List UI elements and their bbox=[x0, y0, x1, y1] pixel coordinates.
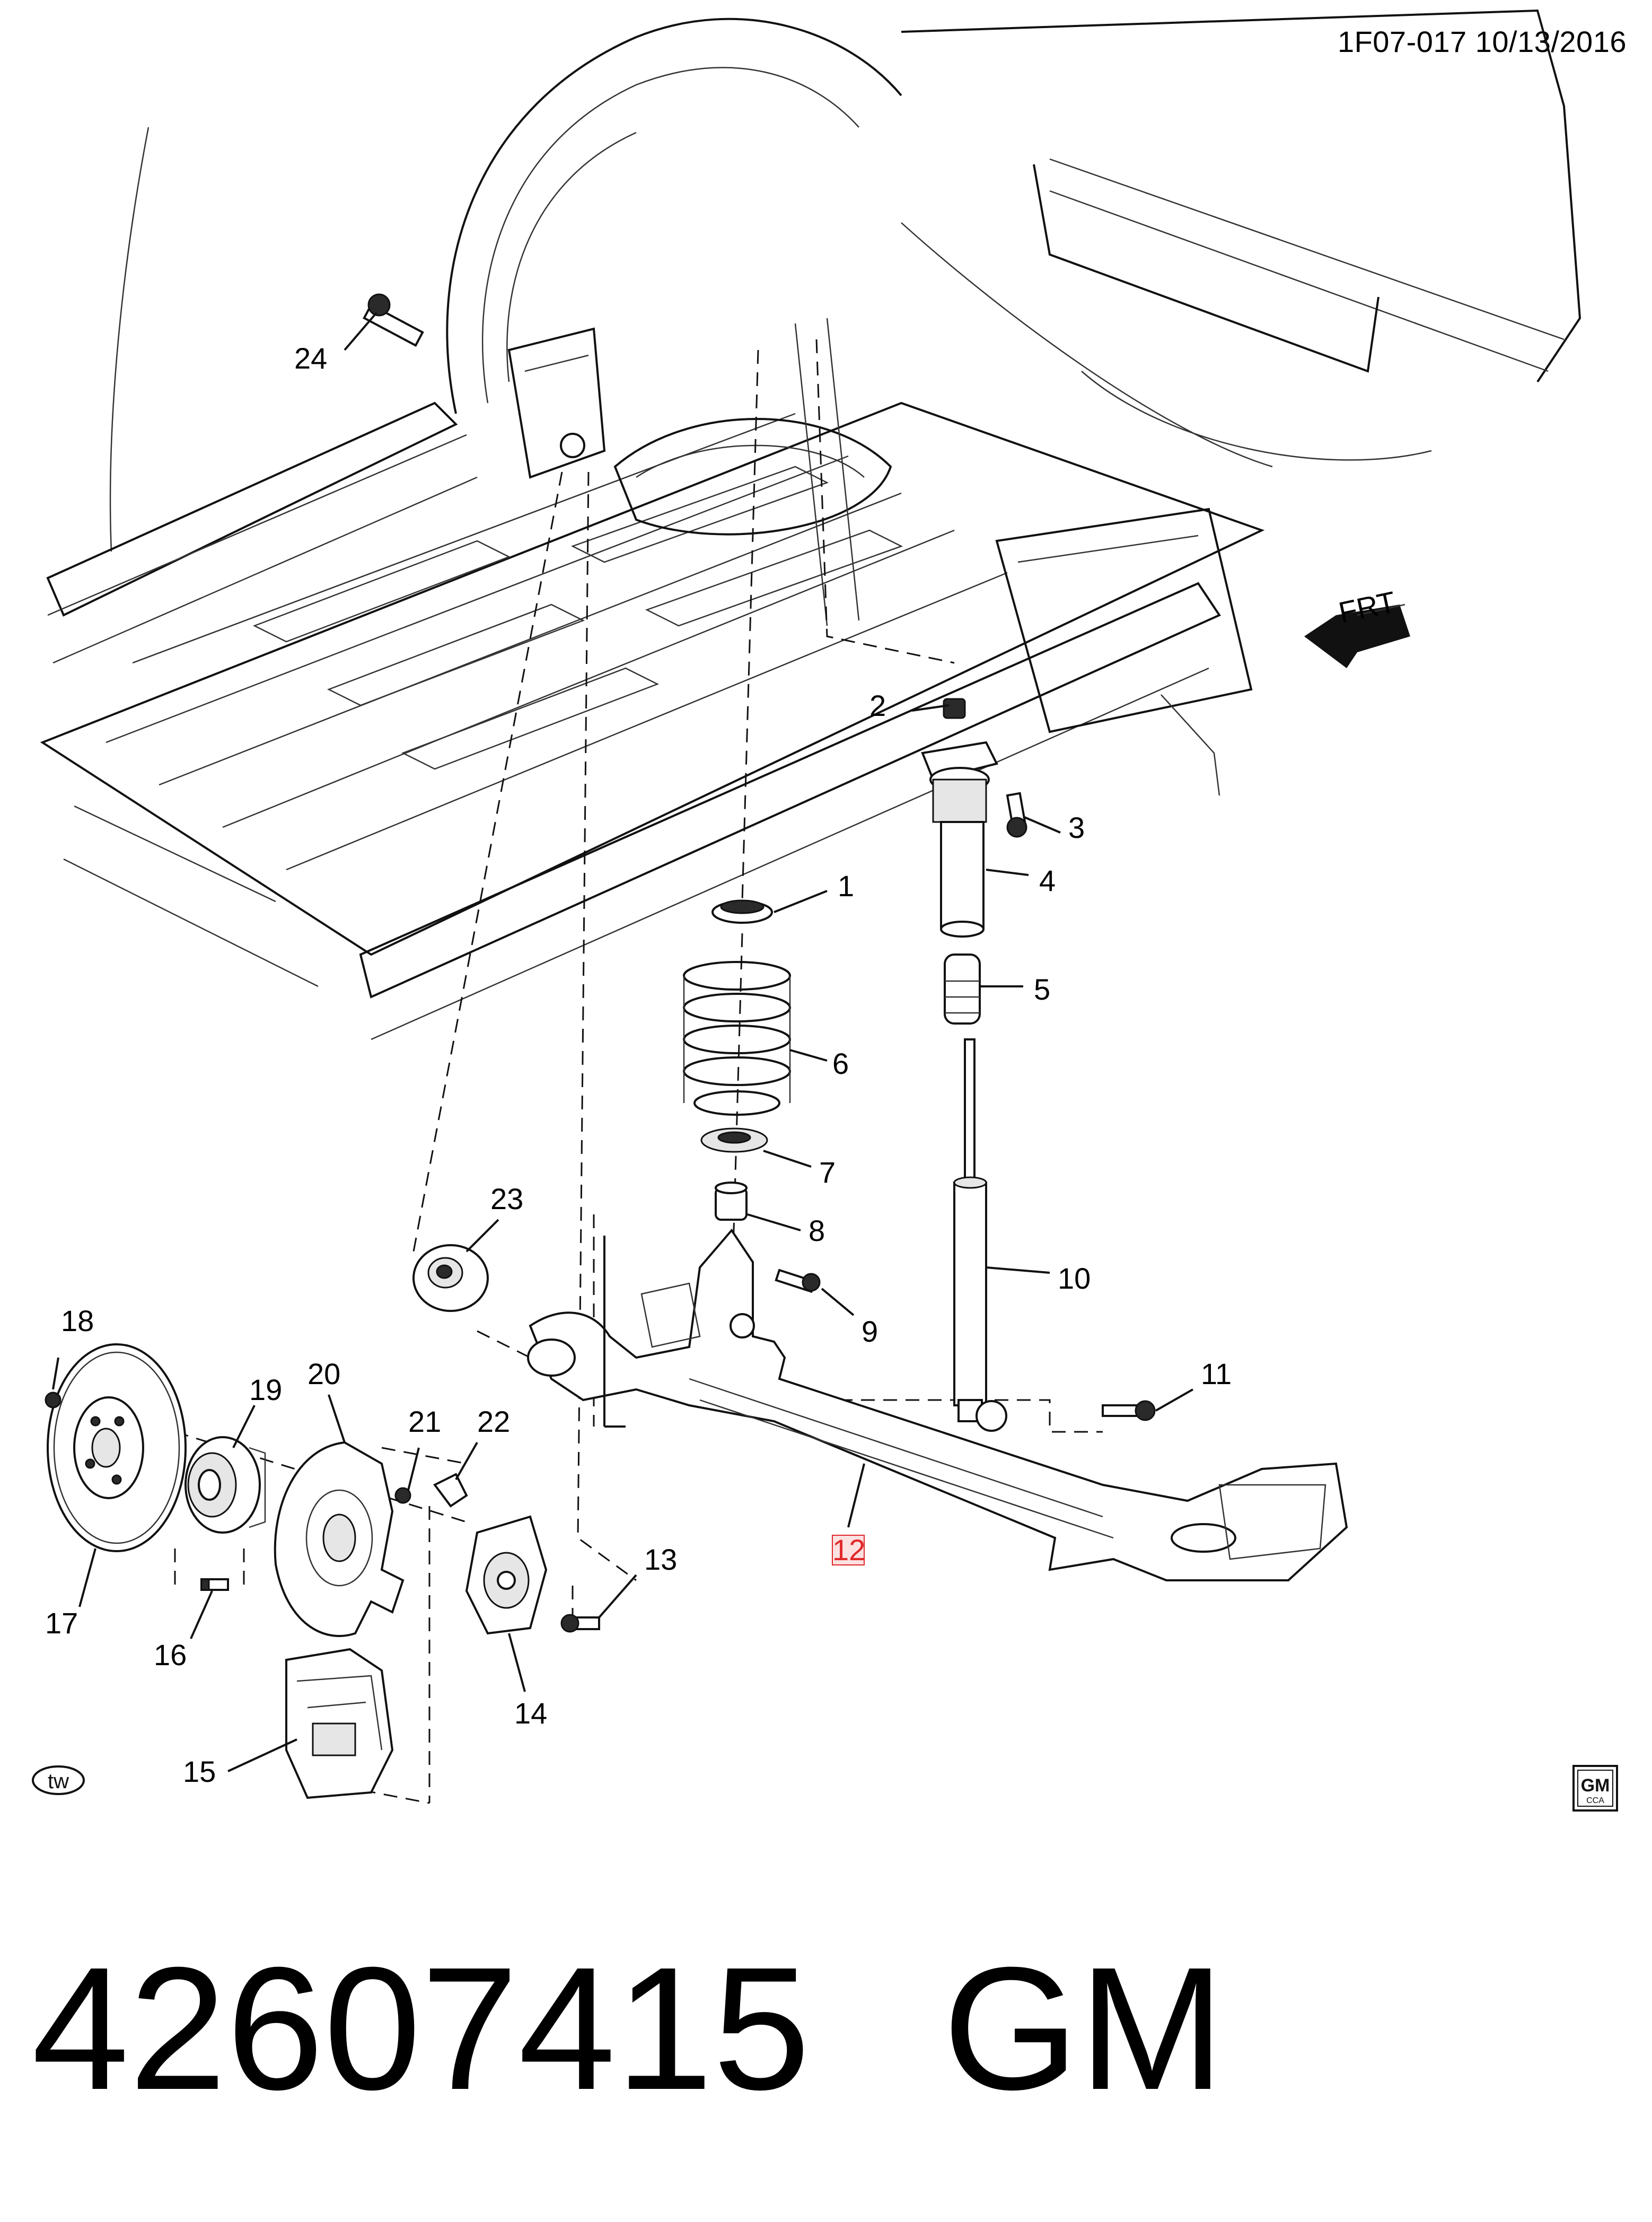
brand-name: GM bbox=[943, 1930, 1225, 2126]
callout-13: 13 bbox=[644, 1543, 677, 1576]
callout-12: 12 bbox=[832, 1533, 865, 1567]
leader-lines bbox=[52, 312, 1193, 1772]
part-14-caliper-bracket bbox=[465, 1515, 548, 1635]
callout-24: 24 bbox=[294, 342, 327, 375]
part-17-brake-rotor bbox=[47, 1343, 187, 1552]
callout-4: 4 bbox=[1039, 864, 1056, 897]
svg-text:GM: GM bbox=[1581, 1775, 1610, 1796]
part-6-coil-spring bbox=[683, 961, 791, 1116]
part-13-bolt bbox=[560, 1614, 600, 1633]
callout-19: 19 bbox=[249, 1373, 282, 1406]
callout-21: 21 bbox=[408, 1405, 441, 1438]
mount-bracket bbox=[507, 327, 606, 479]
gm-badge-logo: GM CCA bbox=[1572, 1765, 1618, 1812]
callout-9: 9 bbox=[862, 1315, 878, 1348]
part-2-nut bbox=[943, 698, 966, 719]
callout-20: 20 bbox=[307, 1357, 340, 1390]
callout-8: 8 bbox=[809, 1214, 825, 1247]
callout-labels: 24 2 3 4 5 1 6 7 8 9 10 11 12 13 14 15 1… bbox=[45, 342, 1232, 1788]
part-7-lower-spring-seat bbox=[700, 1127, 768, 1153]
part-9-bolt bbox=[775, 1269, 821, 1293]
callout-10: 10 bbox=[1058, 1262, 1091, 1295]
part-23-bushing bbox=[412, 1244, 489, 1312]
part-11-bolt bbox=[1102, 1400, 1156, 1421]
tw-logo: tw bbox=[32, 1765, 85, 1795]
callout-22: 22 bbox=[477, 1405, 510, 1438]
part-12-rear-axle bbox=[527, 1228, 1348, 1581]
vehicle-underbody bbox=[40, 9, 1581, 1040]
callout-3: 3 bbox=[1068, 811, 1085, 844]
callout-15: 15 bbox=[183, 1755, 216, 1788]
callout-11: 11 bbox=[1201, 1357, 1232, 1390]
part-21-bolt bbox=[394, 1487, 411, 1504]
diagram-code: 1F07-017 10/13/2016 bbox=[1337, 25, 1627, 58]
callout-17: 17 bbox=[45, 1606, 78, 1640]
callout-2: 2 bbox=[869, 689, 886, 722]
part-24-bolt bbox=[363, 293, 424, 347]
part-22-bracket bbox=[433, 1473, 468, 1508]
part-8-spacer bbox=[715, 1182, 748, 1221]
callout-6: 6 bbox=[832, 1047, 849, 1080]
callout-16: 16 bbox=[154, 1638, 187, 1672]
part-3-bolt bbox=[1006, 792, 1027, 838]
part-10-shock-absorber bbox=[953, 1038, 1007, 1432]
svg-text:CCA: CCA bbox=[1586, 1796, 1604, 1805]
svg-text:tw: tw bbox=[48, 1770, 69, 1793]
part-19-hub-bearing bbox=[184, 1436, 266, 1534]
callout-1: 1 bbox=[838, 869, 854, 903]
callout-12-highlight bbox=[832, 1535, 865, 1565]
part-15-brake-caliper bbox=[285, 1648, 394, 1799]
part-4-shock-boot bbox=[921, 741, 998, 938]
front-direction-arrow: FRT bbox=[1304, 585, 1410, 668]
callout-23: 23 bbox=[490, 1182, 523, 1215]
callout-18: 18 bbox=[61, 1304, 94, 1337]
part-5-bump-stop bbox=[944, 953, 981, 1025]
callout-14: 14 bbox=[514, 1696, 547, 1730]
part-20-backing-plate bbox=[274, 1441, 405, 1637]
callout-7: 7 bbox=[819, 1156, 836, 1189]
part-16-wheel-stud bbox=[200, 1578, 229, 1591]
part-18-screw bbox=[45, 1392, 61, 1409]
callout-5: 5 bbox=[1034, 973, 1050, 1006]
part-number: 42607415 bbox=[32, 1930, 811, 2126]
part-1-upper-spring-seat bbox=[711, 899, 773, 924]
assembly-lines bbox=[174, 339, 1103, 1804]
